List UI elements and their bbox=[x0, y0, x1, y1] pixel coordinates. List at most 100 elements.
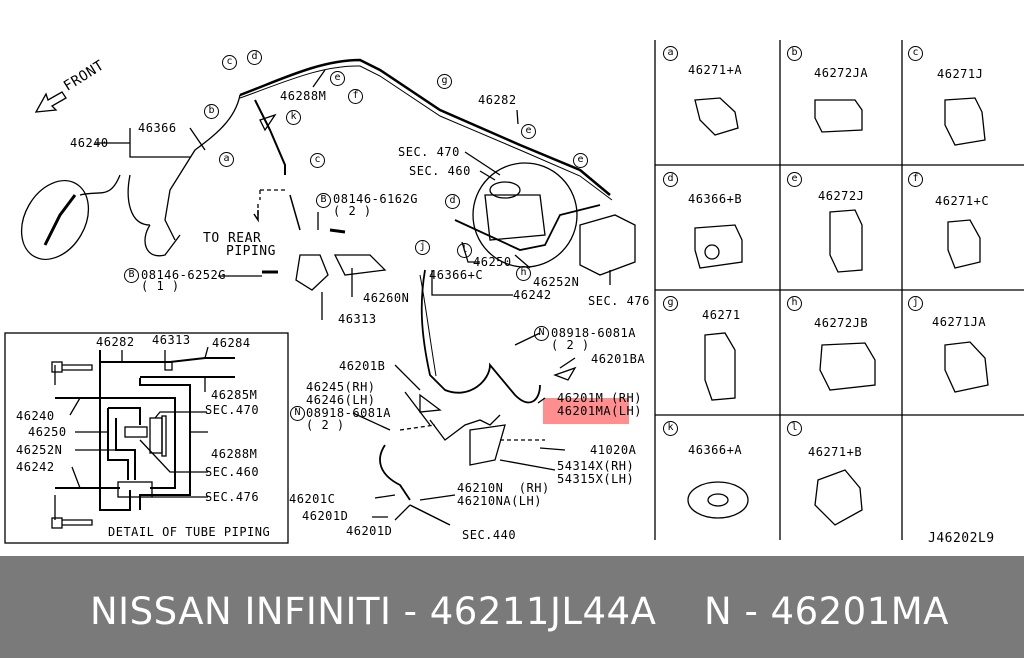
callout-46210NA-lh: 46210NA(LH) bbox=[457, 494, 542, 508]
callout-46201BA: 46201BA bbox=[591, 352, 646, 366]
marker-e1: e bbox=[330, 71, 345, 86]
grid-part-g: 46271 bbox=[702, 308, 741, 322]
callout-sec476: SEC. 476 bbox=[588, 294, 650, 308]
callout-46288M: 46288M bbox=[280, 89, 327, 103]
callout-46260N: 46260N bbox=[363, 291, 410, 305]
callout-08918-6081A-left-qty: ( 2 ) bbox=[306, 418, 345, 432]
callout-08146-6252G-qty: ( 1 ) bbox=[141, 279, 180, 293]
marker-c: c bbox=[222, 55, 237, 70]
detail-sec476: SEC.476 bbox=[205, 490, 260, 504]
callout-54314X-rh: 54314X(RH) bbox=[557, 459, 635, 473]
callout-08918-6081A-left: 08918-6081A bbox=[306, 406, 391, 420]
marker-f: f bbox=[348, 89, 363, 104]
callout-46201D-2: 46201D bbox=[346, 524, 393, 538]
grid-part-b: 46272JA bbox=[814, 66, 869, 80]
callout-46366+C: 46366+C bbox=[429, 268, 484, 282]
callout-54315X-lh: 54315X(LH) bbox=[557, 472, 635, 486]
detail-46242: 46242 bbox=[16, 460, 55, 474]
callout-46201B: 46201B bbox=[339, 359, 386, 373]
marker-b: b bbox=[204, 104, 219, 119]
marker-e3: e bbox=[573, 153, 588, 168]
grid-letter-e: e bbox=[787, 172, 802, 187]
grid-part-c: 46271J bbox=[937, 67, 984, 81]
grid-letter-l: l bbox=[787, 421, 802, 436]
callout-46313: 46313 bbox=[338, 312, 377, 326]
grid-part-l: 46271+B bbox=[808, 445, 863, 459]
callout-46240: 46240 bbox=[70, 136, 109, 150]
marker-g: g bbox=[437, 74, 452, 89]
grid-part-d: 46366+B bbox=[688, 192, 743, 206]
callout-08918-6081A-top: 08918-6081A bbox=[551, 326, 636, 340]
diagram-code: J46202L9 bbox=[928, 531, 995, 546]
callout-46366: 46366 bbox=[138, 121, 177, 135]
callout-08146-6162G-qty: ( 2 ) bbox=[333, 204, 372, 218]
detail-46288M: 46288M bbox=[211, 447, 258, 461]
grid-letter-g: g bbox=[663, 296, 678, 311]
grid-letter-d: d bbox=[663, 172, 678, 187]
marker-h: h bbox=[516, 266, 531, 281]
marker-d: d bbox=[247, 50, 262, 65]
grid-letter-f: f bbox=[908, 172, 923, 187]
callout-46201C: 46201C bbox=[289, 492, 336, 506]
detail-46285M: 46285M bbox=[211, 388, 258, 402]
grid-letter-j: j bbox=[908, 296, 923, 311]
grid-letter-k: k bbox=[663, 421, 678, 436]
detail-46250: 46250 bbox=[28, 425, 67, 439]
footer-part-number: NISSAN INFINITI - 46211JL44A bbox=[90, 590, 657, 633]
grid-part-f: 46271+C bbox=[935, 194, 990, 208]
callout-46201MA-lh: 46201MA(LH) bbox=[557, 404, 642, 418]
detail-title: DETAIL OF TUBE PIPING bbox=[108, 525, 271, 539]
to-rear-piping-label: TO REAR bbox=[203, 231, 262, 246]
grid-part-a: 46271+A bbox=[688, 63, 743, 77]
grid-part-h: 46272JB bbox=[814, 316, 869, 330]
callout-46250: 46250 bbox=[473, 255, 512, 269]
callout-08146-6162G: 08146-6162G bbox=[333, 192, 418, 206]
detail-box bbox=[4, 332, 289, 544]
callout-46282: 46282 bbox=[478, 93, 517, 107]
to-rear-piping-label-2: PIPING bbox=[226, 244, 276, 259]
grid-letter-b: b bbox=[787, 46, 802, 61]
detail-46282: 46282 bbox=[96, 335, 135, 349]
grid-part-j: 46271JA bbox=[932, 315, 987, 329]
exploded-diagram-art bbox=[4, 40, 1024, 544]
grid-part-k: 46366+A bbox=[688, 443, 743, 457]
grid-letter-a: a bbox=[663, 46, 678, 61]
callout-46245-rh: 46245(RH) bbox=[306, 380, 376, 394]
grid-part-e: 46272J bbox=[818, 189, 865, 203]
callout-46252N: 46252N bbox=[533, 275, 580, 289]
footer-substitute-number: N - 46201MA bbox=[704, 590, 949, 633]
callout-46210N-rh: 46210N (RH) bbox=[457, 481, 550, 495]
nut-mark-n1: N bbox=[534, 326, 549, 341]
parts-grid-lines bbox=[654, 40, 1024, 540]
marker-l: l bbox=[457, 243, 472, 258]
callout-46246-lh: 46246(LH) bbox=[306, 393, 376, 407]
marker-k: k bbox=[286, 110, 301, 125]
marker-e2: e bbox=[521, 124, 536, 139]
marker-d2: d bbox=[445, 194, 460, 209]
callout-sec460: SEC. 460 bbox=[409, 164, 471, 178]
footer-bar: NISSAN INFINITI - 46211JL44A N - 46201MA bbox=[0, 556, 1024, 658]
detail-46313: 46313 bbox=[152, 333, 191, 347]
grid-letter-c: c bbox=[908, 46, 923, 61]
callout-sec440: SEC.440 bbox=[462, 528, 517, 542]
detail-sec470: SEC.470 bbox=[205, 403, 260, 417]
callout-08918-6081A-top-qty: ( 2 ) bbox=[551, 338, 590, 352]
detail-46284: 46284 bbox=[212, 336, 251, 350]
grid-letter-h: h bbox=[787, 296, 802, 311]
marker-c2: c bbox=[310, 153, 325, 168]
detail-46252N: 46252N bbox=[16, 443, 63, 457]
marker-j: j bbox=[415, 240, 430, 255]
bolt-mark-b2: B bbox=[124, 268, 139, 283]
callout-41020A: 41020A bbox=[590, 443, 637, 457]
front-arrow-icon bbox=[34, 91, 67, 113]
detail-46240: 46240 bbox=[16, 409, 55, 423]
callout-46201M-rh: 46201M (RH) bbox=[557, 391, 642, 405]
callout-46242: 46242 bbox=[513, 288, 552, 302]
detail-sec460: SEC.460 bbox=[205, 465, 260, 479]
bolt-mark-b1: B bbox=[316, 193, 331, 208]
marker-a: a bbox=[219, 152, 234, 167]
callout-08146-6252G: 08146-6252G bbox=[141, 268, 226, 282]
nut-mark-n2: N bbox=[290, 406, 305, 421]
highlighted-part bbox=[543, 398, 629, 424]
callout-46201D-1: 46201D bbox=[302, 509, 349, 523]
